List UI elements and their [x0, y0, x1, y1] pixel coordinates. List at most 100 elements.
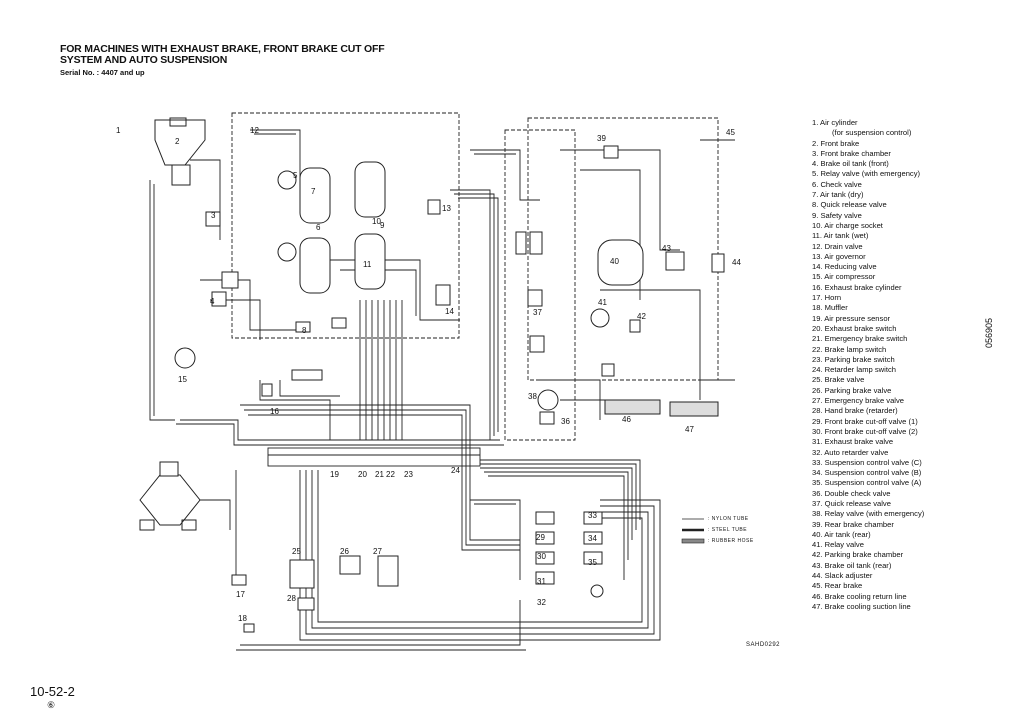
legend-item: 43. Brake oil tank (rear): [812, 561, 924, 571]
legend-item-text: 28. Hand brake (retarder): [812, 406, 898, 416]
callout-12: 12: [250, 126, 259, 135]
page-header: FOR MACHINES WITH EXHAUST BRAKE, FRONT B…: [60, 43, 385, 78]
callout-46: 46: [622, 415, 631, 424]
ground-marks: [700, 139, 735, 381]
callout-29: 29: [536, 533, 545, 542]
legend-item-text: 21. Emergency brake switch: [812, 334, 908, 344]
air-tank-wet: [354, 233, 386, 290]
legend-item: 21. Emergency brake switch: [812, 334, 924, 344]
legend-item: 45. Rear brake: [812, 581, 924, 591]
front-axle-bottom: [139, 461, 201, 531]
callout-28: 28: [287, 594, 296, 603]
legend-item-text: 41. Relay valve: [812, 540, 864, 550]
legend-item: 7. Air tank (dry): [812, 190, 924, 200]
legend-item-text: 26. Parking brake valve: [812, 385, 892, 395]
callout-45: 45: [726, 128, 735, 137]
legend-item-text: 46. Brake cooling return line: [812, 591, 907, 601]
drawing-reference: SAHD0292: [746, 642, 781, 648]
legend-item: 12. Drain valve: [812, 242, 924, 252]
legend-item: 25. Brake valve: [812, 375, 924, 385]
callout-24: 24: [451, 466, 460, 475]
legend-item: 18. Muffler: [812, 303, 924, 313]
legend-item: 33. Suspension control valve (C): [812, 458, 924, 468]
callout-37: 37: [533, 308, 542, 317]
callout-11: 11: [363, 260, 372, 269]
legend-item: 13. Air governor: [812, 252, 924, 262]
legend-item: 17. Horn: [812, 293, 924, 303]
callout-4: 4: [210, 297, 215, 306]
legend-item: 15. Air compressor: [812, 272, 924, 282]
legend-item-text: 7. Air tank (dry): [812, 190, 864, 200]
legend-item-text: 4. Brake oil tank (front): [812, 159, 889, 169]
legend-item: 3. Front brake chamber: [812, 149, 924, 159]
legend-item-text: 15. Air compressor: [812, 272, 876, 282]
rear-brakes: [604, 399, 719, 417]
legend-item-text: 5. Relay valve (with emergency): [812, 169, 921, 179]
legend-item-text: 39. Rear brake chamber: [812, 519, 894, 529]
legend-item-text: 32. Auto retarder valve: [812, 447, 889, 457]
legend-item-text: 18. Muffler: [812, 303, 848, 313]
legend-item-text: 10. Air charge socket: [812, 220, 883, 230]
legend-item-text: 47. Brake cooling suction line: [812, 601, 911, 611]
legend-item: 39. Rear brake chamber: [812, 520, 924, 530]
callout-21: 21: [375, 470, 384, 479]
legend-item-text: 13. Air governor: [812, 251, 866, 261]
callout-16: 16: [270, 407, 279, 416]
callout-7: 7: [311, 187, 316, 196]
valve-manifold: [267, 447, 481, 467]
legend-item: 6. Check valve: [812, 180, 924, 190]
legend-item: 19. Air pressure sensor: [812, 314, 924, 324]
legend-item: 30. Front brake cut-off valve (2): [812, 427, 924, 437]
air-tank-dry-a: [299, 167, 331, 224]
callout-33: 33: [588, 511, 597, 520]
callout-30: 30: [537, 552, 546, 561]
legend-item-text: 1. Air cylinder: [812, 118, 858, 127]
callout-18: 18: [238, 614, 247, 623]
legend-item-text: 6. Check valve: [812, 179, 862, 189]
component-legend: 1. Air cylinder(for suspension control) 2…: [812, 118, 924, 612]
callout-1: 1: [116, 126, 121, 135]
callout-3: 3: [211, 211, 216, 220]
legend-item: 32. Auto retarder valve: [812, 448, 924, 458]
air-tank-dry-c: [299, 237, 331, 294]
legend-item: 16. Exhaust brake cylinder: [812, 283, 924, 293]
legend-item-text: 29. Front brake cut-off valve (1): [812, 416, 918, 426]
legend-item-subtext: (for suspension control): [832, 128, 912, 138]
callout-15: 15: [178, 375, 187, 384]
legend-item: 29. Front brake cut-off valve (1): [812, 417, 924, 427]
legend-item: 40. Air tank (rear): [812, 530, 924, 540]
legend-item: 4. Brake oil tank (front): [812, 159, 924, 169]
legend-item-text: 30. Front brake cut-off valve (2): [812, 426, 918, 436]
rubber-hose-label: : RUBBER HOSE: [708, 538, 754, 544]
page-revision: ⑥: [47, 700, 56, 710]
callout-9: 9: [380, 221, 385, 230]
front-axle-top: [154, 117, 206, 186]
legend-item-text: 19. Air pressure sensor: [812, 313, 891, 323]
legend-item: 10. Air charge socket: [812, 221, 924, 231]
legend-item: 38. Relay valve (with emergency): [812, 509, 924, 519]
legend-item-text: 35. Suspension control valve (A): [812, 478, 922, 488]
callout-38: 38: [528, 392, 537, 401]
rear-frame: [527, 117, 719, 381]
callout-14: 14: [445, 307, 454, 316]
callout-31: 31: [537, 577, 546, 586]
legend-item: 35. Suspension control valve (A): [812, 478, 924, 488]
callout-13: 13: [442, 204, 451, 213]
legend-item-text: 9. Safety valve: [812, 210, 862, 220]
tube-legend: [681, 518, 705, 544]
legend-item: 42. Parking brake chamber: [812, 550, 924, 560]
title-line-2: SYSTEM AND AUTO SUSPENSION: [60, 54, 228, 66]
legend-item-text: 42. Parking brake chamber: [812, 550, 904, 560]
callout-25: 25: [292, 547, 301, 556]
rear-frame-inner: [504, 129, 576, 441]
title-line-1: FOR MACHINES WITH EXHAUST BRAKE, FRONT B…: [60, 43, 385, 55]
legend-item-text: 27. Emergency brake valve: [812, 396, 905, 406]
legend-item-text: 16. Exhaust brake cylinder: [812, 282, 902, 292]
legend-item: 36. Double check valve: [812, 489, 924, 499]
callout-34: 34: [588, 534, 597, 543]
legend-item-text: 31. Exhaust brake valve: [812, 437, 894, 447]
air-tank-rear: [597, 239, 644, 286]
callout-17: 17: [236, 590, 245, 599]
serial-number: Serial No. : 4407 and up: [60, 68, 145, 77]
